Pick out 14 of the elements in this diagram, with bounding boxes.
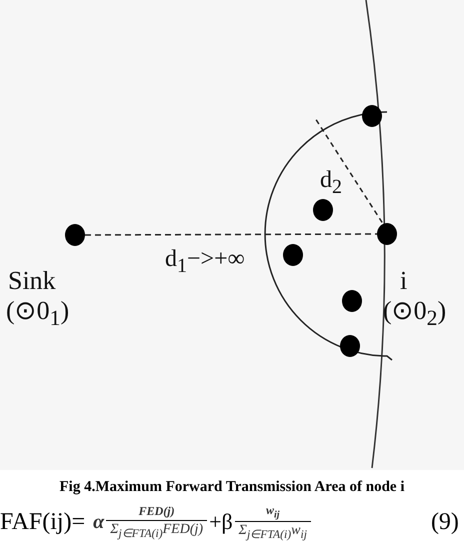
fraction-denominator: Σ$_{j∈FTA(i)}$FED(j): [106, 520, 208, 540]
node-label: i: [400, 268, 408, 294]
dashed-connector: [85, 233, 377, 236]
dimension-label: d$_{2}$: [320, 168, 342, 197]
formula-text: +β: [209, 509, 233, 536]
fraction-denominator: Σ$_{j∈FTA(i)}$w$_{ij}$: [234, 521, 311, 542]
fraction-numerator: w$_{ij}$: [265, 503, 281, 522]
formula-symbol: α: [93, 510, 104, 534]
formula-text: FAF(ij)=: [0, 508, 86, 536]
node-annotation: (⊙0$_{1}$): [6, 298, 70, 330]
node-label: Sink: [8, 268, 56, 294]
figure-caption: Fig 4.Maximum Forward Transmission Area of node i: [58, 479, 406, 496]
fraction-numerator: FED(j): [138, 504, 176, 520]
equation-number: (9): [430, 508, 459, 536]
